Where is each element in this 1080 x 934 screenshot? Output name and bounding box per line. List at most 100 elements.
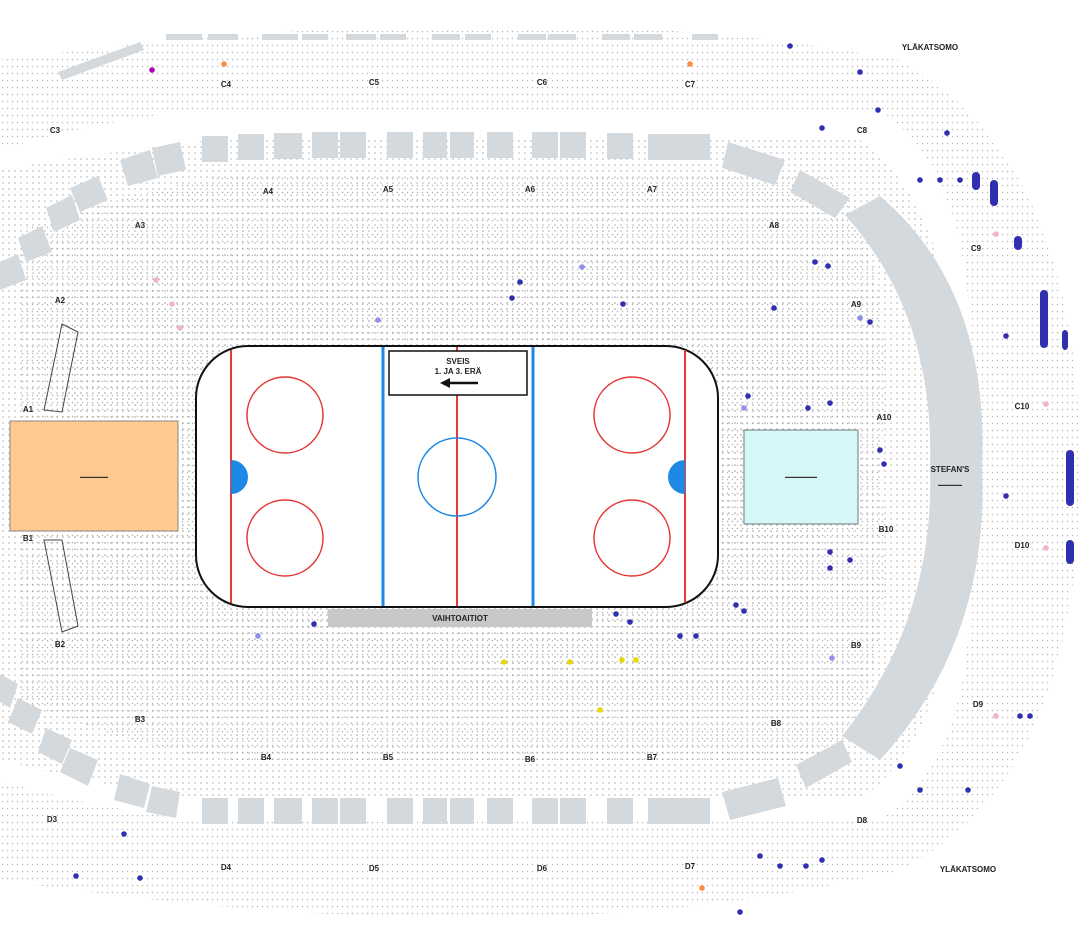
highlighted-seat[interactable] [633, 657, 639, 663]
highlighted-seat[interactable] [1043, 401, 1049, 407]
sector-label-b7[interactable]: B7 [647, 753, 658, 762]
highlighted-seat[interactable] [745, 393, 751, 399]
sector-label-c7[interactable]: C7 [685, 80, 696, 89]
highlighted-seat[interactable] [137, 875, 143, 881]
highlighted-seat[interactable] [153, 277, 159, 283]
sector-label-b3[interactable]: B3 [135, 715, 146, 724]
highlighted-seat-block[interactable] [1040, 290, 1048, 348]
highlighted-seat[interactable] [777, 863, 783, 869]
highlighted-seat[interactable] [501, 659, 507, 665]
sector-label-d5[interactable]: D5 [369, 864, 380, 873]
highlighted-seat[interactable] [73, 873, 79, 879]
highlighted-seat[interactable] [169, 301, 175, 307]
sector-label-d10[interactable]: D10 [1015, 541, 1030, 550]
sector-label-b1[interactable]: B1 [23, 534, 34, 543]
sector-label-c3[interactable]: C3 [50, 126, 61, 135]
sector-label-a8[interactable]: A8 [769, 221, 780, 230]
orange-stage-area[interactable] [9, 420, 179, 532]
highlighted-seat[interactable] [627, 619, 633, 625]
highlighted-seat[interactable] [741, 608, 747, 614]
sector-label-d6[interactable]: D6 [537, 864, 548, 873]
highlighted-seat[interactable] [375, 317, 381, 323]
highlighted-seat[interactable] [737, 909, 743, 915]
highlighted-seat[interactable] [757, 853, 763, 859]
sector-label-b5[interactable]: B5 [383, 753, 394, 762]
highlighted-seat[interactable] [567, 659, 573, 665]
sector-label-d7[interactable]: D7 [685, 862, 696, 871]
highlighted-seat[interactable] [819, 857, 825, 863]
highlighted-seat[interactable] [121, 831, 127, 837]
highlighted-seat[interactable] [825, 263, 831, 269]
highlighted-seat-block[interactable] [1062, 330, 1068, 350]
highlighted-seat[interactable] [965, 787, 971, 793]
highlighted-seat-block[interactable] [1014, 236, 1022, 250]
sector-label-c8[interactable]: C8 [857, 126, 868, 135]
highlighted-seat[interactable] [867, 319, 873, 325]
highlighted-seat[interactable] [579, 264, 585, 270]
highlighted-seat[interactable] [819, 125, 825, 131]
highlighted-seat[interactable] [597, 707, 603, 713]
highlighted-seat[interactable] [827, 400, 833, 406]
sector-label-b4[interactable]: B4 [261, 753, 272, 762]
highlighted-seat[interactable] [1043, 545, 1049, 551]
highlighted-seat-block[interactable] [1066, 450, 1074, 506]
sector-label-b10[interactable]: B10 [879, 525, 894, 534]
highlighted-seat[interactable] [620, 301, 626, 307]
highlighted-seat[interactable] [619, 657, 625, 663]
highlighted-seat[interactable] [877, 447, 883, 453]
highlighted-seat[interactable] [993, 713, 999, 719]
highlighted-seat[interactable] [812, 259, 818, 265]
highlighted-seat[interactable] [944, 130, 950, 136]
highlighted-seat[interactable] [311, 621, 317, 627]
sector-label-b2[interactable]: B2 [55, 640, 66, 649]
highlighted-seat[interactable] [1017, 713, 1023, 719]
sector-label-d4[interactable]: D4 [221, 863, 232, 872]
highlighted-seat[interactable] [917, 177, 923, 183]
sector-label-b6[interactable]: B6 [525, 755, 536, 764]
sector-label-c4[interactable]: C4 [221, 80, 232, 89]
sector-label-a5[interactable]: A5 [383, 185, 394, 194]
sector-label-b8[interactable]: B8 [771, 719, 782, 728]
highlighted-seat[interactable] [741, 405, 747, 411]
highlighted-seat[interactable] [917, 787, 923, 793]
highlighted-seat[interactable] [255, 633, 261, 639]
highlighted-seat[interactable] [937, 177, 943, 183]
highlighted-seat-block[interactable] [990, 180, 998, 206]
highlighted-seat[interactable] [827, 549, 833, 555]
highlighted-seat[interactable] [177, 325, 183, 331]
highlighted-seat-block[interactable] [1066, 540, 1074, 564]
highlighted-seat[interactable] [1003, 333, 1009, 339]
highlighted-seat[interactable] [1027, 713, 1033, 719]
highlighted-seat[interactable] [993, 231, 999, 237]
highlighted-seat[interactable] [221, 61, 227, 67]
highlighted-seat[interactable] [699, 885, 705, 891]
highlighted-seat[interactable] [827, 565, 833, 571]
sector-label-c10[interactable]: C10 [1015, 402, 1030, 411]
highlighted-seat[interactable] [857, 69, 863, 75]
cyan-lounge-area[interactable] [743, 429, 859, 525]
stefans-stand[interactable] [842, 196, 983, 760]
highlighted-seat[interactable] [857, 315, 863, 321]
highlighted-seat[interactable] [957, 177, 963, 183]
sector-label-a7[interactable]: A7 [647, 185, 658, 194]
highlighted-seat[interactable] [517, 279, 523, 285]
highlighted-seat[interactable] [897, 763, 903, 769]
highlighted-seat[interactable] [677, 633, 683, 639]
highlighted-seat[interactable] [613, 611, 619, 617]
highlighted-seat[interactable] [847, 557, 853, 563]
sector-label-a9[interactable]: A9 [851, 300, 862, 309]
sector-label-d9[interactable]: D9 [973, 700, 984, 709]
highlighted-seat[interactable] [829, 655, 835, 661]
sector-label-b9[interactable]: B9 [851, 641, 862, 650]
sector-label-a2[interactable]: A2 [55, 296, 66, 305]
sector-label-d8[interactable]: D8 [857, 816, 868, 825]
highlighted-seat[interactable] [881, 461, 887, 467]
sector-label-a10[interactable]: A10 [877, 413, 892, 422]
highlighted-seat[interactable] [1003, 493, 1009, 499]
highlighted-seat[interactable] [693, 633, 699, 639]
sector-label-a3[interactable]: A3 [135, 221, 146, 230]
highlighted-seat[interactable] [687, 61, 693, 67]
highlighted-seat[interactable] [771, 305, 777, 311]
highlighted-seat-block[interactable] [972, 172, 980, 190]
sector-label-a4[interactable]: A4 [263, 187, 274, 196]
